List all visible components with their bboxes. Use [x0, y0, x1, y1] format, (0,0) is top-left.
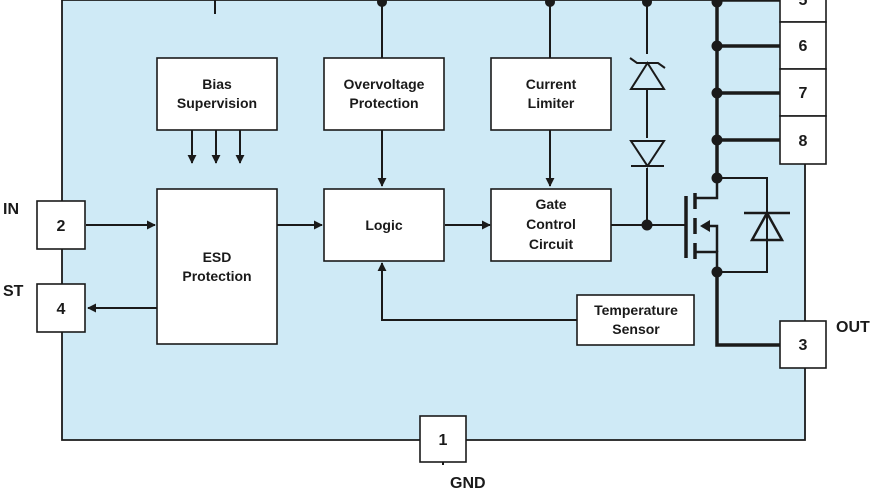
pin-7: 7 [779, 68, 827, 117]
pin-gnd: 1 [419, 415, 467, 463]
svg-text:1: 1 [439, 432, 448, 449]
svg-text:5: 5 [799, 0, 808, 9]
svg-text:Temperature: Temperature [594, 302, 678, 318]
svg-text:Sensor: Sensor [612, 321, 660, 337]
svg-text:Circuit: Circuit [529, 236, 574, 252]
svg-text:Protection: Protection [349, 95, 418, 111]
svg-text:Bias: Bias [202, 76, 232, 92]
label-gnd: GND [450, 475, 486, 492]
svg-text:ESD: ESD [203, 249, 232, 265]
pin-out: 3 [779, 320, 827, 369]
pin-st: 4 [36, 283, 86, 333]
esd-protection-block: ESD Protection [156, 188, 278, 345]
overvoltage-protection-block: Overvoltage Protection [323, 57, 445, 131]
gate-control-circuit-block: Gate Control Circuit [490, 188, 612, 262]
svg-text:Current: Current [526, 76, 577, 92]
label-in: IN [3, 201, 19, 218]
junction-dot [642, 0, 652, 7]
svg-text:Logic: Logic [365, 217, 403, 233]
logic-block: Logic [323, 188, 445, 262]
svg-text:Limiter: Limiter [528, 95, 575, 111]
svg-text:Overvoltage: Overvoltage [344, 76, 425, 92]
current-limiter-block: Current Limiter [490, 57, 612, 131]
zener-diode-icon [629, 57, 666, 90]
pin-in: 2 [36, 200, 86, 250]
bias-supervision-block: Bias Supervision [156, 57, 278, 131]
junction-dot [545, 0, 555, 7]
svg-text:Supervision: Supervision [177, 95, 257, 111]
pin-5: 5 [779, 0, 827, 23]
svg-text:7: 7 [799, 85, 808, 102]
svg-text:Gate: Gate [535, 196, 566, 212]
svg-text:6: 6 [799, 38, 808, 55]
svg-text:8: 8 [799, 133, 808, 150]
svg-text:3: 3 [799, 337, 808, 354]
temp-to-logic-arrow [377, 262, 577, 321]
body-diode-icon [744, 210, 790, 242]
svg-text:Protection: Protection [182, 268, 251, 284]
diode-icon [629, 140, 666, 168]
label-st: ST [3, 283, 24, 300]
svg-text:4: 4 [57, 301, 66, 318]
mosfet-icon [684, 178, 719, 272]
label-out: OUT [836, 319, 870, 336]
source-bus [715, 272, 780, 347]
temperature-sensor-block: Temperature Sensor [576, 294, 695, 346]
pin-6: 6 [779, 21, 827, 70]
junction-dot [377, 0, 387, 7]
pin-8: 8 [779, 115, 827, 165]
svg-text:2: 2 [57, 218, 66, 235]
svg-text:Control: Control [526, 216, 576, 232]
